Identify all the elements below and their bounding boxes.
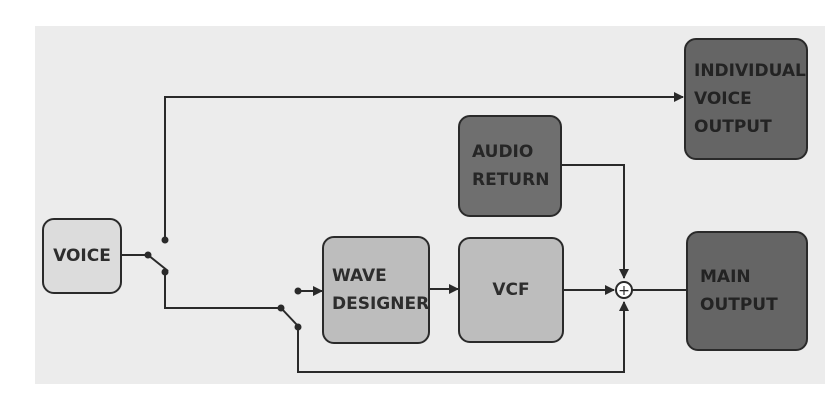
individual-voice-output-label: INDIVIDUAL VOICE OUTPUT <box>694 61 806 137</box>
audio-return-block: AUDIO RETURN <box>458 115 562 217</box>
individual-output-path <box>164 92 684 240</box>
wave-designer-block: WAVE DESIGNER <box>322 236 430 344</box>
switch-1-contact-top <box>161 236 169 244</box>
switch-2-contact-top <box>294 287 302 295</box>
audio-return-path <box>562 164 629 279</box>
lower-path <box>164 272 281 309</box>
audio-return-label: AUDIO RETURN <box>472 142 550 190</box>
voice-block: VOICE <box>42 218 122 294</box>
bypass-path <box>297 301 629 373</box>
switch-1-blade <box>147 254 169 272</box>
switch-2-blade <box>280 307 299 327</box>
wave-designer-label: WAVE DESIGNER <box>332 266 430 314</box>
switch-1-contact-bottom <box>161 268 169 276</box>
voice-label: VOICE <box>53 246 111 266</box>
switch-2-pivot <box>277 304 285 312</box>
main-output-label: MAIN OUTPUT <box>700 267 778 315</box>
summing-symbol: + <box>618 283 630 299</box>
vcf-block: VCF <box>458 237 564 343</box>
summing-junction <box>615 281 633 299</box>
main-output-block: MAIN OUTPUT <box>686 231 808 351</box>
vcf-label: VCF <box>492 280 530 300</box>
switch-2-contact-bottom <box>294 323 302 331</box>
individual-voice-output-block: INDIVIDUAL VOICE OUTPUT <box>684 38 808 160</box>
switch-1-pivot <box>144 251 152 259</box>
